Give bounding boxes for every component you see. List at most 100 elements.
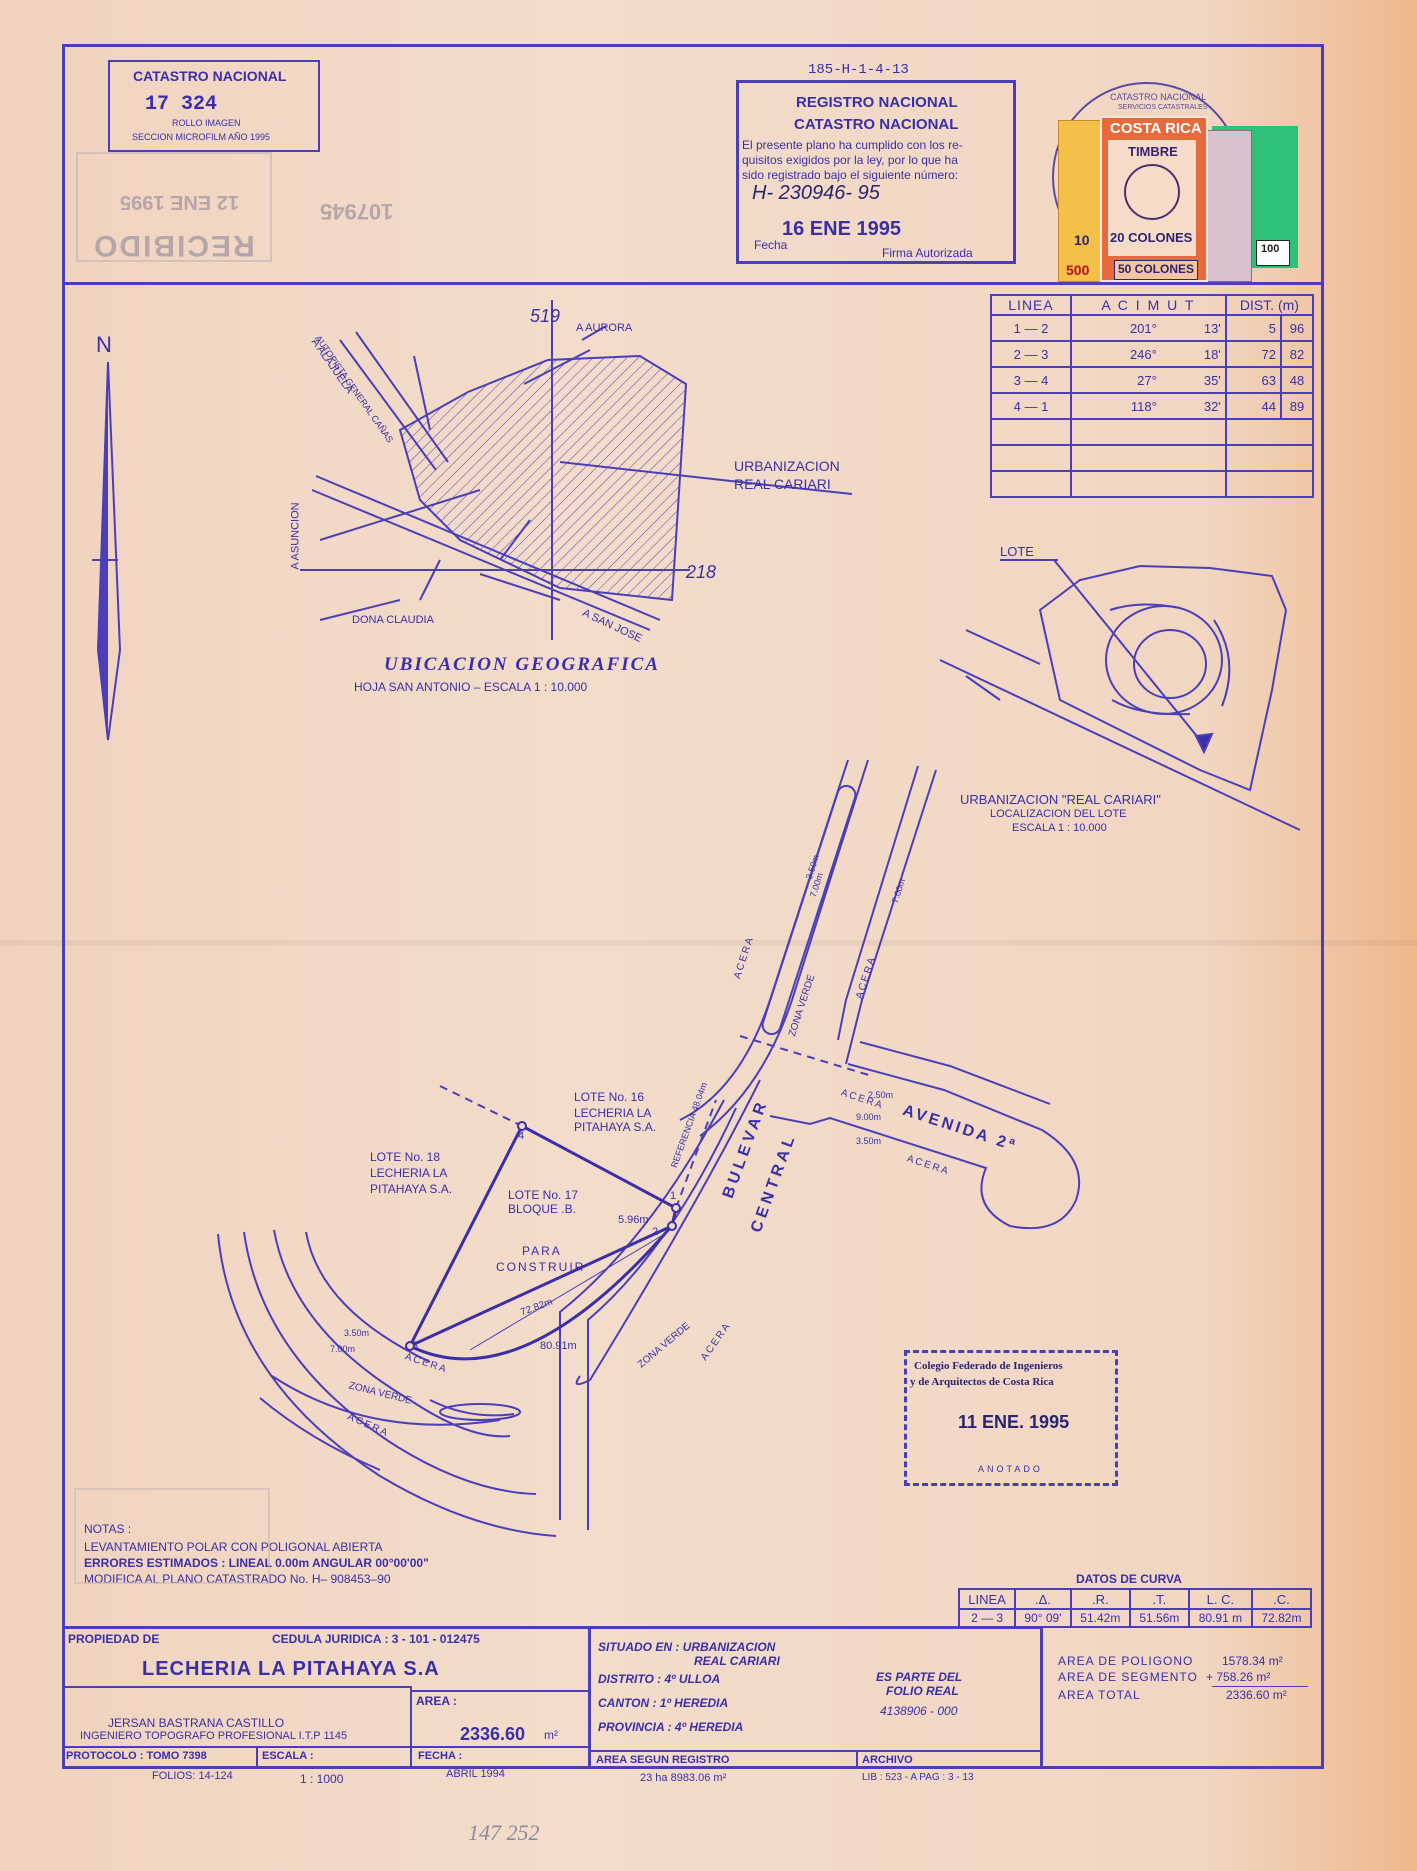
az-row-deg: 118° — [1070, 392, 1161, 420]
paper-fold — [0, 940, 1417, 946]
catastro-section: SECCION MICROFILM AÑO 1995 — [132, 132, 271, 142]
colegio-line1: Colegio Federado de Ingenieros — [914, 1360, 1063, 1372]
notes-title: NOTAS : — [84, 1522, 132, 1536]
colegio-footer: ANOTADO — [978, 1464, 1043, 1474]
situado2: REAL CARIARI — [694, 1654, 780, 1668]
dim-900: 9.00m — [856, 1112, 882, 1122]
label-urbanizacion2: REAL CARIARI — [734, 476, 831, 492]
curve-table: LINEA .Δ. .R. .T. L. C. .C. 2 — 3 90° 09… — [957, 1588, 1313, 1628]
az-row-dist-int: 5 — [1224, 314, 1281, 342]
lote17-l2: BLOQUE .B. — [508, 1202, 577, 1216]
area-value: 2336.60 — [460, 1724, 526, 1744]
colegio-line2: y de Arquitectos de Costa Rica — [910, 1376, 1054, 1388]
fecha-label: FECHA : — [418, 1750, 463, 1762]
az-header-acimut: A C I M U T — [1070, 294, 1227, 316]
area-registro-label: AREA SEGUN REGISTRO — [596, 1754, 730, 1766]
location-title: UBICACION GEOGRAFICA — [384, 654, 660, 675]
registro-fecha-label: Fecha — [754, 238, 788, 252]
es-parte-1: ES PARTE DEL — [876, 1670, 963, 1684]
folio-real: 4138906 - 000 — [880, 1704, 958, 1718]
engineer-title: INGENIERO TOPOGRAFO PROFESIONAL I.T.P 11… — [80, 1730, 348, 1742]
owner-name: LECHERIA LA PITAHAYA S.A — [142, 1658, 440, 1680]
area-poligono: 1578.34 m² — [1222, 1654, 1283, 1668]
az-row-dist-int: 72 — [1224, 340, 1281, 368]
handwritten-number: 147 252 — [468, 1820, 540, 1845]
dim-250: 2.50m — [868, 1090, 894, 1100]
registro-stamp — [736, 80, 1016, 264]
az-row-dist-int: 44 — [1224, 392, 1281, 420]
title-block-hline-3 — [62, 1746, 590, 1748]
title-block-vline-5 — [856, 1750, 858, 1769]
canton: CANTON : 1º HEREDIA — [598, 1696, 729, 1710]
lote16-l2: LECHERIA LA — [574, 1106, 652, 1120]
curve-cell: 90° 09' — [1014, 1608, 1072, 1628]
catastro-box — [108, 60, 320, 152]
registro-firma-label: Firma Autorizada — [882, 246, 973, 260]
title-block-vline-4 — [256, 1746, 258, 1769]
dim-700: 7.00m — [330, 1344, 356, 1354]
coord-top: 519 — [530, 306, 561, 326]
curve-header: .R. — [1069, 1588, 1131, 1610]
header-divider — [62, 282, 1324, 285]
es-parte-2: FOLIO REAL — [886, 1684, 959, 1698]
az-header-dist: DIST. (m) — [1224, 294, 1315, 316]
registro-line1: REGISTRO NACIONAL — [796, 94, 958, 111]
lot-map-caption3: ESCALA 1 : 10.000 — [1012, 822, 1107, 834]
curve-title: DATOS DE CURVA — [1076, 1572, 1182, 1586]
lote18-l2: LECHERIA LA — [370, 1166, 448, 1180]
az-row-deg: 27° — [1070, 366, 1161, 394]
lote16-l3: PITAHAYA S.A. — [574, 1120, 657, 1134]
az-row-dist-dec: 96 — [1280, 314, 1314, 342]
az-row-linea: 3 — 4 — [990, 366, 1072, 394]
dim-8091: 80.91m — [540, 1340, 577, 1352]
area-total-label: AREA TOTAL — [1058, 1688, 1141, 1702]
label-urbanizacion1: URBANIZACION — [734, 458, 840, 474]
archivo: LIB : 523 - A PAG : 3 - 13 — [862, 1772, 974, 1783]
az-row-min: 35' — [1160, 366, 1227, 394]
faded-stamp — [74, 1488, 270, 1584]
lot-map-caption2: LOCALIZACION DEL LOTE — [990, 808, 1127, 820]
az-row-deg: 201° — [1070, 314, 1161, 342]
stamp-500-value: 500 — [1066, 262, 1090, 278]
vertex-4: 4 — [518, 1130, 525, 1142]
az-row-linea: 4 — 1 — [990, 392, 1072, 420]
reference-number: 185-H-1-4-13 — [808, 62, 909, 78]
stamp-emblem-icon — [1124, 164, 1180, 220]
stamp-yellow-value: 10 — [1074, 232, 1090, 248]
protocolo: PROTOCOLO : TOMO 7398 — [66, 1750, 207, 1762]
cedula: CEDULA JURIDICA : 3 - 101 - 012475 — [272, 1632, 480, 1646]
curve-cell: 80.91 m — [1187, 1608, 1253, 1628]
lote16-l1: LOTE No. 16 — [574, 1090, 645, 1104]
area-poligono-label: AREA DE POLIGONO — [1058, 1654, 1194, 1668]
fecha-value: ABRIL 1994 — [446, 1768, 505, 1780]
vertex-1: 1 — [670, 1190, 677, 1202]
curve-cell: 51.56m — [1128, 1608, 1190, 1628]
curve-header: .T. — [1128, 1588, 1190, 1610]
label-dona-claudia: DONA CLAUDIA — [352, 614, 434, 626]
catastro-title: CATASTRO NACIONAL — [133, 68, 287, 84]
az-row-min: 32' — [1160, 392, 1227, 420]
curve-header: .Δ. — [1014, 1588, 1072, 1610]
curve-cell: 51.42m — [1069, 1608, 1131, 1628]
registro-text1: El presente plano ha cumplido con los re… — [742, 138, 963, 152]
area-segmento: + 758.26 m² — [1206, 1670, 1271, 1684]
engineer-name: JERSAN BASTRANA CASTILLO — [108, 1716, 285, 1730]
lot-map-caption1: URBANIZACION "REAL CARIARI" — [960, 792, 1161, 807]
title-block-vline-1 — [410, 1686, 412, 1769]
az-row-dist-dec: 82 — [1280, 340, 1314, 368]
notes-line1: LEVANTAMIENTO POLAR CON POLIGONAL ABIERT… — [84, 1540, 383, 1554]
dim-596: 5.96m — [618, 1214, 649, 1226]
dim-350: 3.50m — [344, 1328, 370, 1338]
vertex-2: 2 — [652, 1226, 659, 1238]
area-label: AREA : — [416, 1694, 457, 1708]
lote18-l3: PITAHAYA S.A. — [370, 1182, 453, 1196]
dim-350-b: 3.50m — [856, 1136, 882, 1146]
az-row-dist-dec: 48 — [1280, 366, 1314, 394]
area-registro: 23 ha 8983.06 m² — [640, 1772, 727, 1784]
registro-number: H- 230946- 95 — [752, 182, 880, 204]
area-sum-line — [1212, 1686, 1308, 1687]
lote18-l1: LOTE No. 18 — [370, 1150, 441, 1164]
seal-subtext: SERVICIOS CATASTRALES — [1118, 104, 1208, 111]
registro-date: 16 ENE 1995 — [782, 218, 901, 240]
area-total: 2336.60 m² — [1226, 1688, 1287, 1702]
